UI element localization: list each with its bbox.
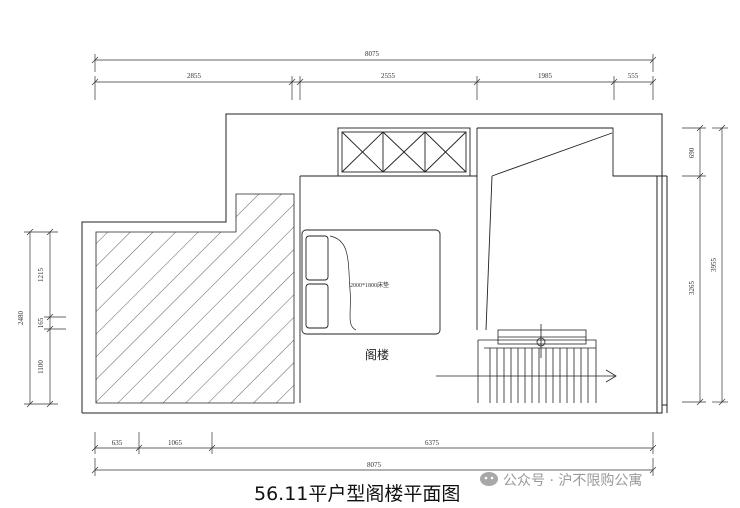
- bottom-dim-2: 1065: [168, 439, 183, 447]
- storage-cabinet: [337, 127, 471, 177]
- left-dimension-chain: [24, 228, 66, 408]
- left-dim-1: 1215: [37, 268, 45, 283]
- right-dim-1: 690: [688, 147, 696, 158]
- staircase: [477, 324, 597, 403]
- watermark-text: 公众号 · 沪不限购公寓: [503, 472, 642, 489]
- interior-walls: [299, 127, 662, 403]
- top-total-dim: 8075: [365, 50, 380, 58]
- bottom-total-dim: 8075: [367, 461, 382, 469]
- bottom-dim-1: 635: [112, 439, 123, 447]
- left-dim-3: 1100: [37, 360, 45, 374]
- left-dim-2: 165: [37, 317, 45, 328]
- top-dimension-chain: [91, 54, 657, 100]
- top-dim-3: 1985: [538, 72, 553, 80]
- top-dim-2: 2555: [381, 72, 396, 80]
- outer-walls: [81, 113, 668, 414]
- right-total-dim: 3955: [710, 258, 718, 273]
- top-dim-4: 555: [628, 72, 639, 80]
- bottom-dim-3: 6375: [425, 439, 440, 447]
- stair-direction-arrow: [436, 369, 617, 383]
- right-dimension-chain: [682, 124, 728, 406]
- bed: [301, 229, 441, 335]
- bottom-dimension-chain: [91, 432, 657, 476]
- drawing-title: 56.11平户型阁楼平面图: [254, 483, 460, 505]
- room-label: 阁楼: [365, 347, 389, 362]
- wechat-icon: [480, 472, 498, 486]
- bed-label: 2000*1800床垫: [350, 281, 389, 289]
- left-total-dim: 2480: [17, 311, 25, 326]
- hatched-void-area: [95, 193, 295, 404]
- top-dim-1: 2855: [187, 72, 202, 80]
- right-dim-2: 3265: [688, 281, 696, 296]
